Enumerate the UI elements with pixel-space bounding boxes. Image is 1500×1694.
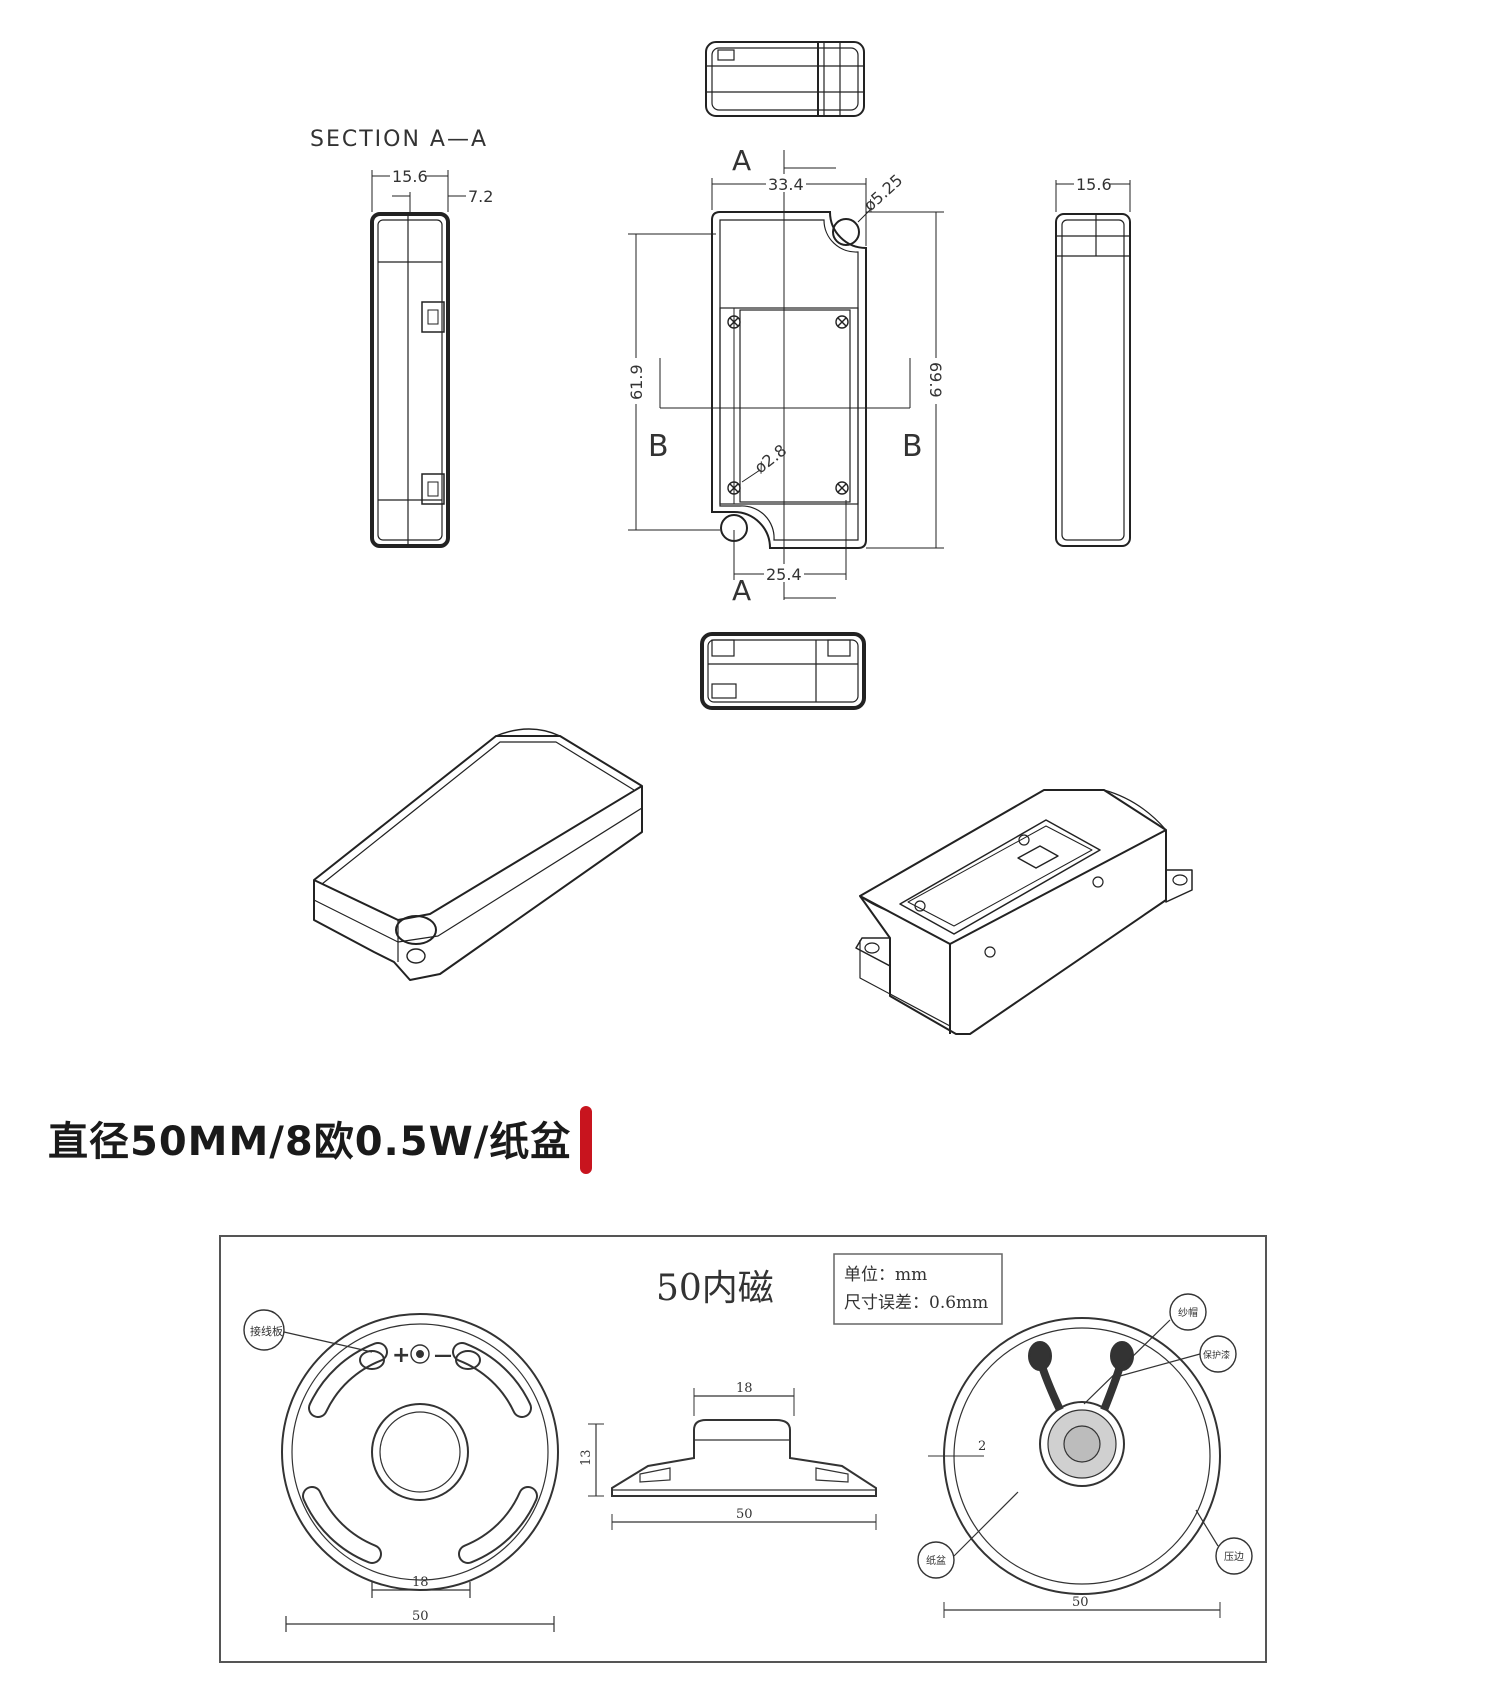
product-heading: 直径50MM/8欧0.5W/纸盆 [48,1108,571,1168]
mark-b-right: B [902,429,923,464]
speaker-side-view [588,1388,877,1530]
speaker-back-view [917,1293,1253,1618]
heading-accent-bar [580,1106,592,1174]
speaker-drawing-frame [219,1235,1267,1663]
side-dim-height: 13 [579,1449,594,1466]
callout-rim: 压边 [1224,1551,1244,1563]
dim-inner-height: 61.9 [627,364,646,400]
callout-cone: 纸盆 [926,1554,946,1567]
front-dim-outer: 50 [412,1609,429,1624]
front-dim-inner: 18 [412,1575,429,1590]
back-dim-gap: 2 [978,1439,986,1454]
dim-right-width: 15.6 [1076,175,1112,194]
isometric-open-view [855,789,1193,1035]
unit-box [833,1253,1003,1325]
dim-bottom-width: 25.4 [766,565,802,584]
dim-side-width: 15.6 [392,167,428,186]
bottom-section-view [700,632,866,710]
top-end-view [705,41,865,117]
dim-top-width: 33.4 [768,175,804,194]
callout-mesh: 纱帽 [1178,1306,1198,1319]
mark-a-bottom: A [732,574,751,607]
front-view [628,150,944,600]
right-side-view [1055,180,1131,547]
dim-big-hole: ø5.25 [860,170,906,215]
speaker-title: 50内磁 [656,1268,774,1309]
polarity-plus: + [392,1343,410,1368]
callout-protect: 保护漆 [1203,1349,1230,1361]
dim-slot: 7.2 [468,187,493,206]
side-dim-top: 18 [736,1381,753,1396]
mark-a-top: A [732,144,751,177]
side-dim-width: 50 [736,1507,753,1522]
dim-outer-height: 69.9 [926,362,945,398]
section-label: SECTION A—A [310,127,488,152]
unit-line: 单位：mm [844,1265,927,1285]
product-heading-text: 直径50MM/8欧0.5W/纸盆 [48,1119,572,1165]
polarity-minus: — [434,1345,452,1366]
callout-terminal: 接线板 [250,1324,283,1338]
back-dim-outer: 50 [1072,1595,1089,1610]
isometric-closed-view [313,728,643,981]
speaker-front-view [243,1309,559,1632]
tolerance-line: 尺寸误差：0.6mm [844,1293,988,1313]
section-view [370,170,466,548]
mark-b-left: B [648,429,669,464]
